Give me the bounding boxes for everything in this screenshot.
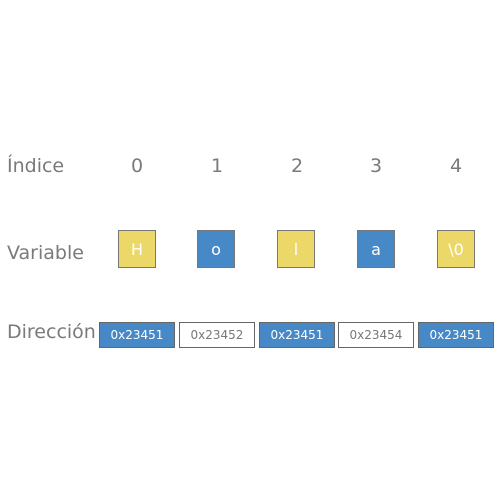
char-cell: a [357, 230, 395, 268]
char-cell: H [118, 230, 156, 268]
address-cell: 0x23454 [338, 322, 414, 348]
index-value: 1 [210, 155, 224, 177]
char-cell: o [197, 230, 235, 268]
index-value: 4 [449, 155, 463, 177]
address-cell: 0x23452 [179, 322, 255, 348]
char-cell: \0 [437, 230, 475, 268]
variable-row-label: Variable [7, 242, 84, 264]
char-cell: l [277, 230, 315, 268]
address-cell: 0x23451 [259, 322, 335, 348]
index-value: 3 [369, 155, 383, 177]
index-row-label: Índice [7, 155, 65, 177]
address-row-label: Dirección [7, 321, 96, 343]
address-cell: 0x23451 [418, 322, 494, 348]
index-value: 0 [130, 155, 144, 177]
address-cell: 0x23451 [99, 322, 175, 348]
index-value: 2 [290, 155, 304, 177]
